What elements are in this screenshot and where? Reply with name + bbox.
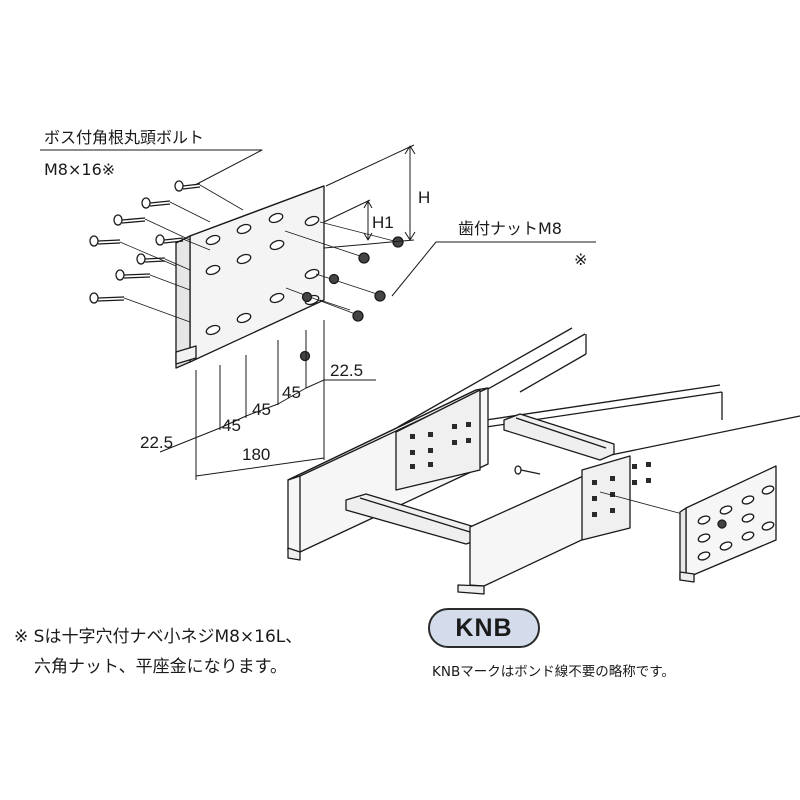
bolt [155,234,184,246]
splice-plate-upper-holes [410,422,471,469]
nut-name-label: 歯付ナットM8 [458,219,562,238]
bolt [141,197,171,209]
rail-foot-left [287,547,301,561]
screw-note: ※ Sは十字穴付ナベ小ネジM8×16L、 六角ナット、平座金になります。 [14,622,302,682]
bolt [136,253,166,265]
dim-45-left-label: 45 [222,416,241,435]
plate-slot [205,234,221,246]
plate-slot [236,253,252,265]
dim-22-5-left-label: 22.5 [140,433,173,452]
plate-slot [236,223,252,235]
exploded-plate-slots [697,485,775,561]
plate-slot [304,215,320,227]
knb-badge: KNB [428,608,540,648]
exploded-plate-nut [717,519,727,529]
exploded-splice-plate-edge [679,507,687,581]
bolt-guide-lines [119,184,399,323]
joint-plate-detail [40,144,596,480]
nut [352,310,364,322]
screw-note-line2: 六角ナット、平座金になります。 [34,657,287,677]
nut [301,291,313,303]
nut-label-leader [391,241,596,297]
bolts [89,180,201,304]
joint-plate-edge [175,235,191,369]
dim-45-right-label: 45 [282,383,301,402]
inner-bolt [514,465,541,475]
plate-slot [205,264,221,276]
plate-slot [269,292,285,304]
nut-mark-label: ※ [574,250,587,269]
bolt [174,180,201,192]
dim-22-5-right-label: 22.5 [330,361,363,380]
bolt [113,214,146,226]
height-dimensions [323,144,416,249]
nut [328,273,340,285]
rail-foot-mid [457,584,485,595]
screw-note-line1: ※ Sは十字穴付ナベ小ネジM8×16L、 [14,627,303,647]
nut [299,350,311,362]
splice-plate-upper [395,389,481,491]
bolt-size-label: M8×16※ [44,160,115,179]
joint-plate-foot [175,345,197,365]
bolt [89,292,125,304]
bolt-name-label: ボス付角根丸頭ボルト [44,128,204,147]
width-dimensions [159,320,376,480]
plate-slot [269,239,285,251]
nut [358,252,370,264]
bolt-label-leader [40,149,263,186]
bolt [89,235,121,247]
plate-slot [268,212,284,224]
nuts [299,236,404,362]
ladder-assembly [287,327,800,595]
nut [374,290,386,302]
dim-H1-label: H1 [372,213,394,232]
dim-45-middle-label: 45 [252,400,271,419]
bolt [115,269,151,281]
splice-plate-right-holes [592,462,651,517]
exploded-plate-foot [679,571,695,583]
knb-note: KNBマークはボンド線不要の略称です。 [432,664,675,680]
dim-180-label: 180 [242,445,270,464]
plate-slots [205,212,320,336]
rung [503,413,615,461]
splice-plate-right [581,455,631,541]
plate-slot [236,312,252,324]
plate-slot [205,324,221,336]
plate-slot [304,268,320,280]
dim-H-label: H [418,188,430,207]
